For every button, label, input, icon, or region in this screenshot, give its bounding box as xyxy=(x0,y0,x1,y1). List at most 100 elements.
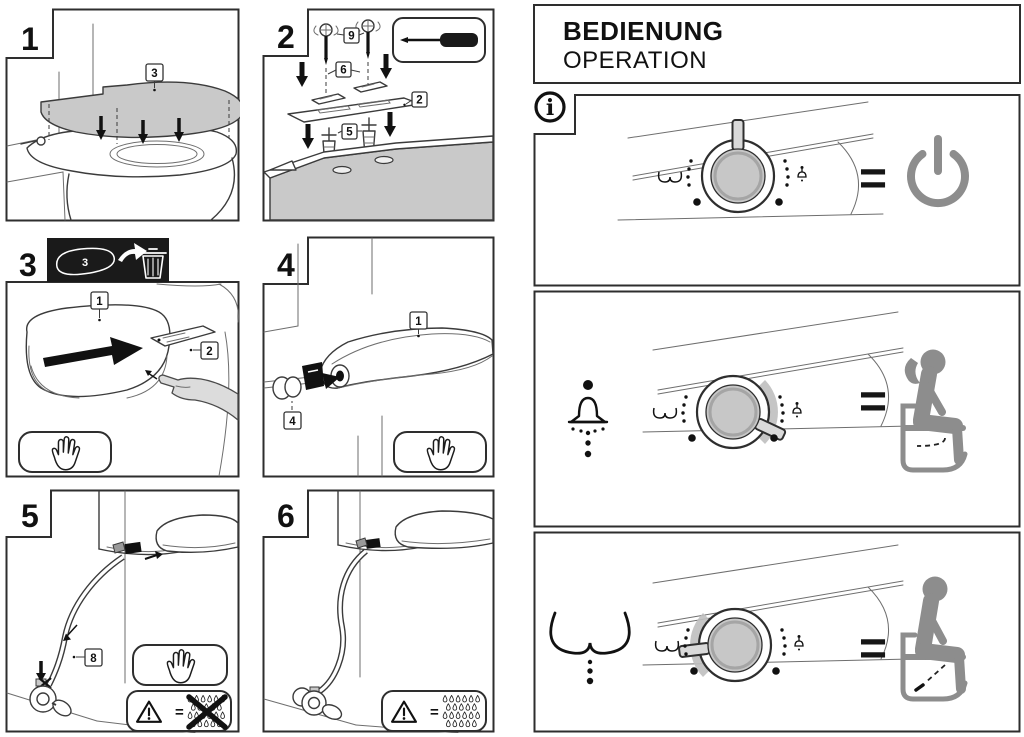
rear-wash-mini-icon xyxy=(657,171,683,183)
seat-base-plate xyxy=(40,81,240,139)
leak-check-badge: = xyxy=(381,690,487,732)
angle-valve xyxy=(292,686,343,720)
down-arrows-anchors xyxy=(302,112,396,149)
feminine-wash-icon xyxy=(567,380,609,458)
step-number: 5 xyxy=(21,498,39,534)
bathroom-wall-lines xyxy=(6,23,94,221)
svg-text:5: 5 xyxy=(346,127,353,139)
step-2-illustration: 2 9 6 2 xyxy=(262,8,495,222)
operation-row-rear-wash: = xyxy=(533,531,1021,733)
pointing-hand xyxy=(145,370,239,421)
operation-row-standby: = xyxy=(533,94,1021,287)
title-german: BEDIENUNG xyxy=(563,16,724,46)
equals-sign: = xyxy=(430,704,439,721)
step-number: 6 xyxy=(277,498,295,534)
svg-text:8: 8 xyxy=(90,653,97,665)
down-arrows xyxy=(96,116,184,144)
step-6-illustration: 6 = xyxy=(262,489,495,733)
spray-mini-icon xyxy=(794,635,804,651)
step-number: 2 xyxy=(277,19,295,55)
screwdriver-icon xyxy=(400,33,478,47)
equals-sign: = xyxy=(175,704,184,721)
svg-text:4: 4 xyxy=(289,416,296,428)
control-dial-center xyxy=(657,119,807,214)
equals-sign: = xyxy=(859,623,887,676)
step-1-illustration: 1 3 xyxy=(5,8,240,222)
dial-scale-dots xyxy=(681,395,785,442)
spray-end-tick xyxy=(914,683,925,692)
part-label-bracket: 2 xyxy=(403,91,428,108)
washer-plates xyxy=(311,81,388,105)
step-number: 1 xyxy=(21,21,39,57)
seat-side-view xyxy=(155,514,239,554)
operation-header: BEDIENUNG OPERATION xyxy=(533,4,1021,84)
trash-bin-icon xyxy=(139,248,167,279)
svg-text:1: 1 xyxy=(415,316,422,328)
svg-text:2: 2 xyxy=(416,95,422,107)
water-inlet-fitting xyxy=(112,541,163,560)
svg-text:1: 1 xyxy=(96,296,103,308)
part-label-plate: 3 xyxy=(145,63,164,92)
operation-row-3-illustration: = xyxy=(533,531,1021,733)
part-label-anchors: 5 xyxy=(337,123,362,140)
mounting-bracket xyxy=(287,97,421,123)
step-4-illustration: 4 4 1 xyxy=(262,236,495,478)
part-label-screws: 9 xyxy=(336,27,365,44)
mounting-bracket xyxy=(150,325,216,347)
supply-hose xyxy=(46,554,125,687)
attach-arrow xyxy=(305,373,340,389)
part-label-bracket: 2 xyxy=(189,341,219,360)
operation-row-1-illustration: = xyxy=(533,94,1021,287)
no-leak-badge: = xyxy=(126,690,232,732)
rear-wash-mini-icon xyxy=(652,407,678,419)
operation-row-feminine-wash: = xyxy=(533,290,1021,528)
dial-scale-dots xyxy=(686,159,790,206)
svg-text:9: 9 xyxy=(348,31,354,43)
operation-row-2-illustration: = xyxy=(533,290,1021,528)
discard-template-banner: 3 xyxy=(47,238,169,282)
fixing-screws xyxy=(313,19,381,94)
template-part-number: 3 xyxy=(82,257,88,269)
hand-caution-badge xyxy=(18,431,112,473)
step-2-panel: 2 9 6 2 xyxy=(262,8,495,222)
title-english: OPERATION xyxy=(563,47,708,74)
screwdriver-badge xyxy=(392,17,486,63)
step-3-illustration: 3 3 1 2 xyxy=(5,238,240,478)
spray-direction-dashed-line xyxy=(924,664,946,684)
svg-text:6: 6 xyxy=(340,65,346,77)
step-number: 4 xyxy=(277,247,295,283)
hand-caution-badge xyxy=(132,644,228,686)
seat-side-view xyxy=(319,327,494,389)
spray-mini-icon xyxy=(797,166,807,182)
step-1-panel: 1 3 xyxy=(5,8,240,222)
water-inlet-fitting xyxy=(355,537,381,549)
info-icon: i xyxy=(534,91,566,123)
equals-sign: = xyxy=(859,153,887,206)
alignment-dashed-lines xyxy=(48,100,230,144)
part-label-washers: 6 xyxy=(327,61,361,78)
male-user-seated-icon xyxy=(900,576,968,702)
rear-wash-mini-icon xyxy=(654,640,680,652)
step-number: 3 xyxy=(19,247,37,283)
seat-side-view xyxy=(394,510,494,550)
rear-wash-icon xyxy=(549,611,631,685)
svg-text:2: 2 xyxy=(206,346,212,358)
step-6-panel: 6 = xyxy=(262,489,495,733)
part-label-hose: 8 xyxy=(72,648,103,667)
step-5-panel: 5 8 = xyxy=(5,489,240,733)
part-label-seat: 1 xyxy=(90,291,109,322)
side-knob xyxy=(272,376,302,400)
equals-sign: = xyxy=(859,376,887,429)
control-dial-left xyxy=(654,607,804,683)
control-dial-right xyxy=(652,374,802,450)
step-5-illustration: 5 8 = xyxy=(5,489,240,733)
part-label-seat: 1 xyxy=(409,311,428,338)
down-arrows-top xyxy=(296,54,392,87)
female-user-seated-icon xyxy=(900,349,968,473)
step-4-panel: 4 4 1 xyxy=(262,236,495,478)
spray-direction-dashed-line xyxy=(916,437,946,447)
cross-out-icon xyxy=(186,694,228,730)
hand-caution-badge xyxy=(393,431,487,473)
step-3-panel: 3 3 1 2 xyxy=(5,236,240,478)
